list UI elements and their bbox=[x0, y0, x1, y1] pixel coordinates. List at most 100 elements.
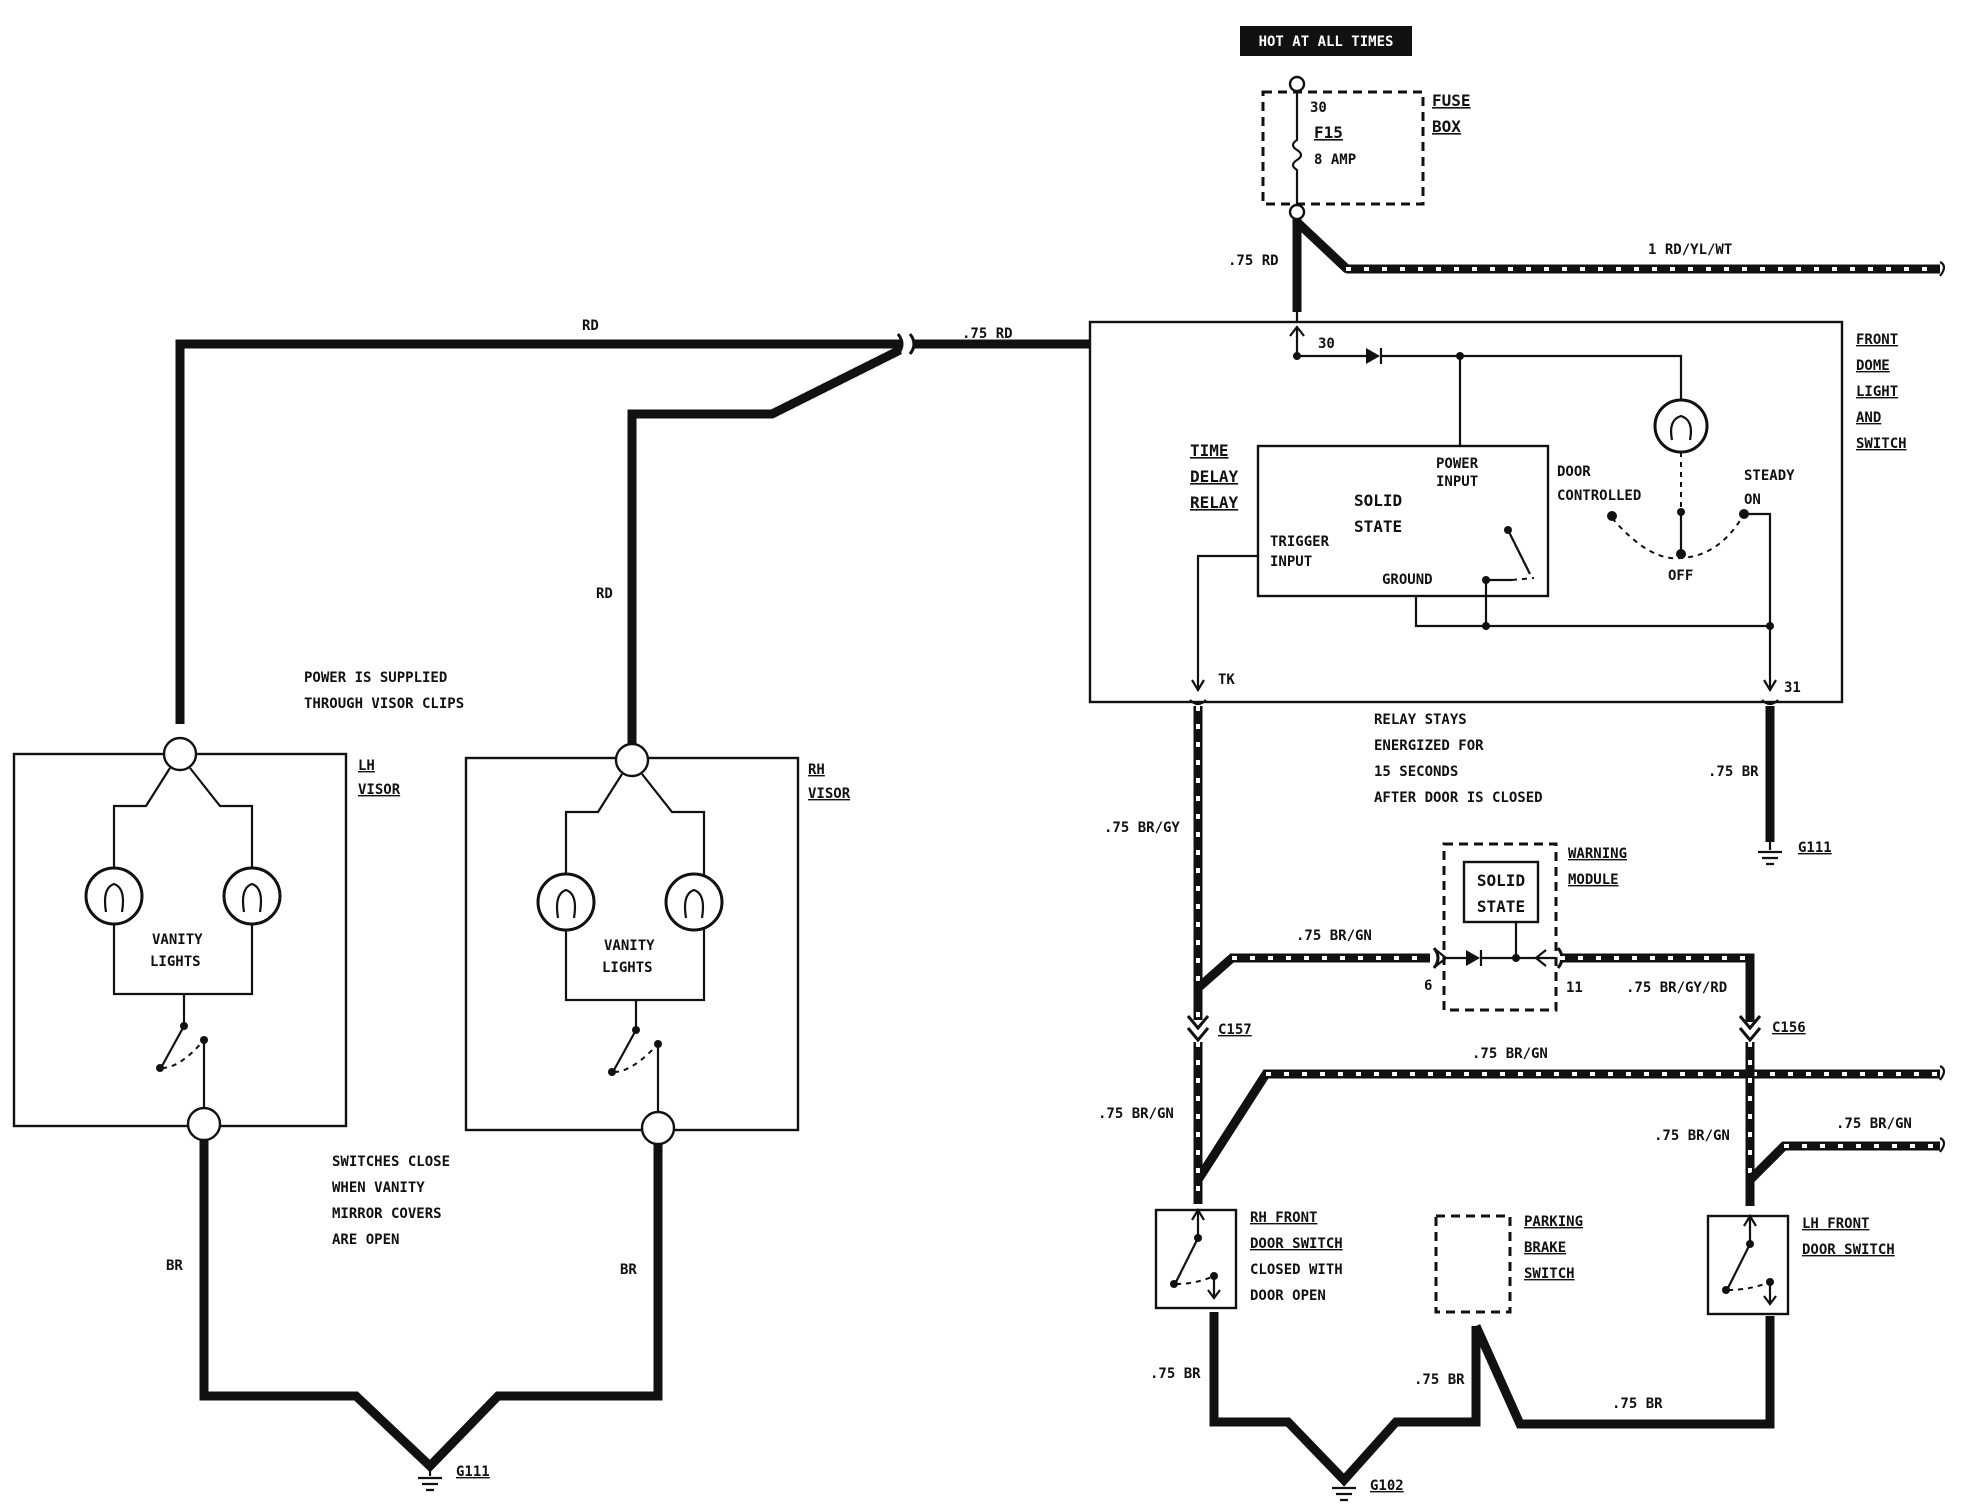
wire-75-br-gn-warning bbox=[1193, 953, 1430, 1000]
wire-label-br-lh-door: .75 BR bbox=[1612, 1396, 1663, 1412]
wire-label-br-gn-warning: .75 BR/GN bbox=[1296, 928, 1372, 944]
lh-visor-clip-top bbox=[162, 736, 198, 772]
dome-name-3: LIGHT bbox=[1856, 384, 1898, 400]
wire-rd-rh-visor bbox=[627, 345, 903, 746]
fuse-id-label: F15 bbox=[1314, 123, 1343, 142]
parking-brake-name-1: PARKING bbox=[1524, 1214, 1583, 1230]
door-controlled-label-1: DOOR bbox=[1557, 464, 1591, 480]
hot-at-all-times-badge: HOT AT ALL TIMES bbox=[1240, 26, 1412, 56]
terminal-30-arrow-icon bbox=[1289, 325, 1305, 354]
fuse-terminal-label: 30 bbox=[1310, 100, 1327, 116]
parking-brake-name-2: BRAKE bbox=[1524, 1240, 1566, 1256]
rh-door-switch-name-2: DOOR SWITCH bbox=[1250, 1236, 1343, 1252]
wire-br-visors-ground bbox=[199, 1140, 663, 1473]
ground-g102-icon bbox=[1332, 1480, 1356, 1502]
note-relay-2: ENERGIZED FOR bbox=[1374, 738, 1484, 754]
wire-label-75-rd-fuse: .75 RD bbox=[1228, 253, 1279, 269]
warning-diode-icon bbox=[1466, 950, 1480, 966]
note-visor-switch-3: MIRROR COVERS bbox=[332, 1206, 442, 1222]
fuse-element-icon bbox=[1291, 100, 1303, 204]
ground-g111-bottom-icon bbox=[418, 1466, 442, 1492]
terminal-30-label: 30 bbox=[1318, 336, 1335, 352]
note-visor-power-1: POWER IS SUPPLIED bbox=[304, 670, 447, 686]
ground-label: GROUND bbox=[1382, 572, 1433, 588]
dome-name-1: FRONT bbox=[1856, 332, 1898, 348]
ground-g111-top-icon bbox=[1758, 842, 1782, 866]
rh-visor-switch-icon bbox=[613, 1029, 637, 1071]
dome-name-5: SWITCH bbox=[1856, 436, 1907, 452]
warning-solid-state-2: STATE bbox=[1477, 897, 1525, 916]
rh-door-switch-name-1: RH FRONT bbox=[1250, 1210, 1317, 1226]
rh-vanity-bulb-left-icon bbox=[536, 872, 596, 932]
connector-c156-icon bbox=[1738, 1015, 1762, 1043]
note-visor-switch-4: ARE OPEN bbox=[332, 1232, 399, 1248]
off-label: OFF bbox=[1668, 568, 1693, 584]
svg-text:HOT AT ALL TIMES: HOT AT ALL TIMES bbox=[1259, 34, 1394, 50]
trigger-input-label-2: INPUT bbox=[1270, 554, 1312, 570]
lh-visor-switch-icon bbox=[161, 1025, 185, 1067]
warning-name-2: MODULE bbox=[1568, 872, 1619, 888]
note-visor-switch-2: WHEN VANITY bbox=[332, 1180, 425, 1196]
steady-on-label-2: ON bbox=[1744, 492, 1761, 508]
rh-door-switch-name-4: DOOR OPEN bbox=[1250, 1288, 1326, 1304]
relay-contact-icon bbox=[1486, 529, 1531, 582]
power-input-label-1: POWER bbox=[1436, 456, 1479, 472]
rh-visor-name-1: RH bbox=[808, 762, 825, 778]
fuse-box-label-2: BOX bbox=[1432, 117, 1461, 136]
warning-pin-11: 11 bbox=[1566, 980, 1583, 996]
lh-visor-name-1: LH bbox=[358, 758, 375, 774]
relay-solid-state-2: STATE bbox=[1354, 517, 1402, 536]
rh-vanity-lights-1: VANITY bbox=[604, 938, 655, 954]
rh-visor-name-2: VISOR bbox=[808, 786, 851, 802]
wire-label-br-rh: BR bbox=[620, 1262, 637, 1278]
parking-brake-switch-box bbox=[1434, 1214, 1512, 1314]
wire-75-rd-feed-junction bbox=[1293, 218, 1352, 274]
rh-vanity-lights-2: LIGHTS bbox=[602, 960, 653, 976]
wire-label-br-31: .75 BR bbox=[1708, 764, 1759, 780]
wire-label-br-parking: .75 BR bbox=[1414, 1372, 1465, 1388]
wire-rd-top bbox=[175, 339, 902, 724]
power-input-label-2: INPUT bbox=[1436, 474, 1478, 490]
wire-label-br-gn-left: .75 BR/GN bbox=[1098, 1106, 1174, 1122]
connector-c156-label: C156 bbox=[1772, 1020, 1806, 1036]
lh-door-switch-contact-icon bbox=[1727, 1243, 1751, 1289]
lh-door-switch-name-1: LH FRONT bbox=[1802, 1216, 1869, 1232]
wire-label-rd-rh-visor: RD bbox=[596, 586, 613, 602]
rh-door-switch-contact-icon bbox=[1175, 1237, 1199, 1283]
wire-label-br-gy-rd: .75 BR/GY/RD bbox=[1626, 980, 1727, 996]
wire-label-75-rd-feed: .75 RD bbox=[962, 326, 1013, 342]
rh-visor-clip-top bbox=[614, 742, 650, 778]
relay-solid-state-1: SOLID bbox=[1354, 491, 1402, 510]
wire-label-br-gy: .75 BR/GY bbox=[1104, 820, 1180, 836]
warning-solid-state-box bbox=[1462, 860, 1540, 924]
note-relay-3: 15 SECONDS bbox=[1374, 764, 1458, 780]
rh-visor-clip-bottom bbox=[640, 1110, 676, 1146]
rh-vanity-bulb-right-icon bbox=[664, 872, 724, 932]
dome-name-2: DOME bbox=[1856, 358, 1890, 374]
parking-brake-name-3: SWITCH bbox=[1524, 1266, 1575, 1282]
relay-name-3: RELAY bbox=[1190, 493, 1239, 512]
wire-label-br-lh: BR bbox=[166, 1258, 183, 1274]
wire-label-rd-yl-wt: 1 RD/YL/WT bbox=[1648, 242, 1732, 258]
fuse-box-label-1: FUSE bbox=[1432, 91, 1471, 110]
fuse-output-terminal bbox=[1288, 203, 1306, 221]
lh-vanity-bulb-left-icon bbox=[84, 866, 144, 926]
wire-label-br-rh-door: .75 BR bbox=[1150, 1366, 1201, 1382]
ground-g111-top-label: G111 bbox=[1798, 840, 1832, 856]
rh-door-switch-name-3: CLOSED WITH bbox=[1250, 1262, 1343, 1278]
fuse-rating-label: 8 AMP bbox=[1314, 152, 1356, 168]
front-dome-light-box bbox=[1088, 320, 1844, 704]
lh-door-switch-box bbox=[1706, 1214, 1790, 1316]
wire-75-br-lh-door bbox=[1471, 1316, 1775, 1429]
warning-name-1: WARNING bbox=[1568, 846, 1627, 862]
relay-name-1: TIME bbox=[1190, 441, 1229, 460]
relay-name-2: DELAY bbox=[1190, 467, 1239, 486]
note-visor-power-2: THROUGH VISOR CLIPS bbox=[304, 696, 464, 712]
lh-vanity-bulb-right-icon bbox=[222, 866, 282, 926]
wire-1-rd-yl-wt bbox=[1346, 261, 1946, 277]
connector-c157-label: C157 bbox=[1218, 1022, 1252, 1038]
wire-75-br-gn-mid bbox=[1194, 1065, 1946, 1183]
note-visor-switch-1: SWITCHES CLOSE bbox=[332, 1154, 450, 1170]
lh-visor-clip-bottom bbox=[186, 1106, 222, 1142]
lh-door-switch-name-2: DOOR SWITCH bbox=[1802, 1242, 1895, 1258]
